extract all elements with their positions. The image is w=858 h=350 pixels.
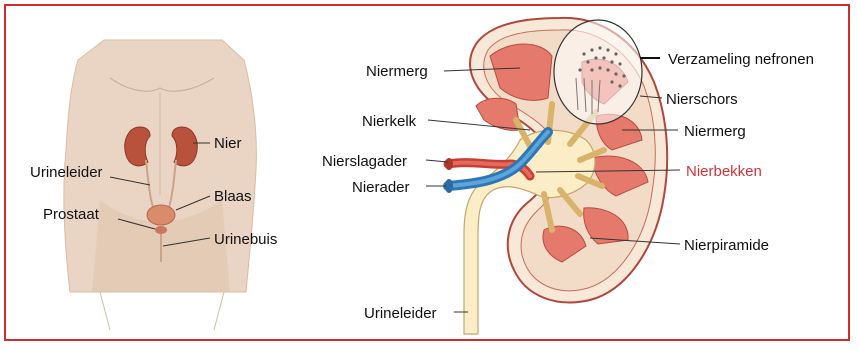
label-niermerg-top: Niermerg: [366, 63, 428, 80]
label-urinebuis: Urinebuis: [214, 231, 277, 248]
label-nierpiramide: Nierpiramide: [684, 237, 769, 254]
label-urineleider-body: Urineleider: [30, 164, 103, 181]
label-verzameling-nefronen: Verzameling nefronen: [668, 51, 814, 68]
label-nierbekken: Nierbekken: [686, 163, 762, 180]
kidney-section: Niermerg Nierkelk Nierslagader Nierader …: [322, 18, 814, 334]
vessel-end-vein: [445, 179, 453, 193]
label-nierader: Nierader: [352, 179, 410, 196]
label-blaas: Blaas: [214, 188, 252, 205]
label-nierslagader: Nierslagader: [322, 153, 407, 170]
body-figure: Nier Urineleider Blaas Prostaat Urinebui…: [30, 40, 277, 330]
label-niermerg-right: Niermerg: [684, 123, 746, 140]
prostate-organ: [155, 226, 167, 234]
label-nierschors: Nierschors: [666, 91, 738, 108]
label-urineleider-kidney: Urineleider: [364, 305, 437, 322]
bladder-organ: [147, 205, 175, 225]
leg-right: [214, 292, 224, 330]
leg-left: [100, 292, 110, 330]
label-prostaat: Prostaat: [43, 206, 100, 223]
label-nierkelk: Nierkelk: [362, 113, 417, 130]
vessel-end-artery: [445, 158, 453, 170]
label-nier: Nier: [214, 135, 242, 152]
